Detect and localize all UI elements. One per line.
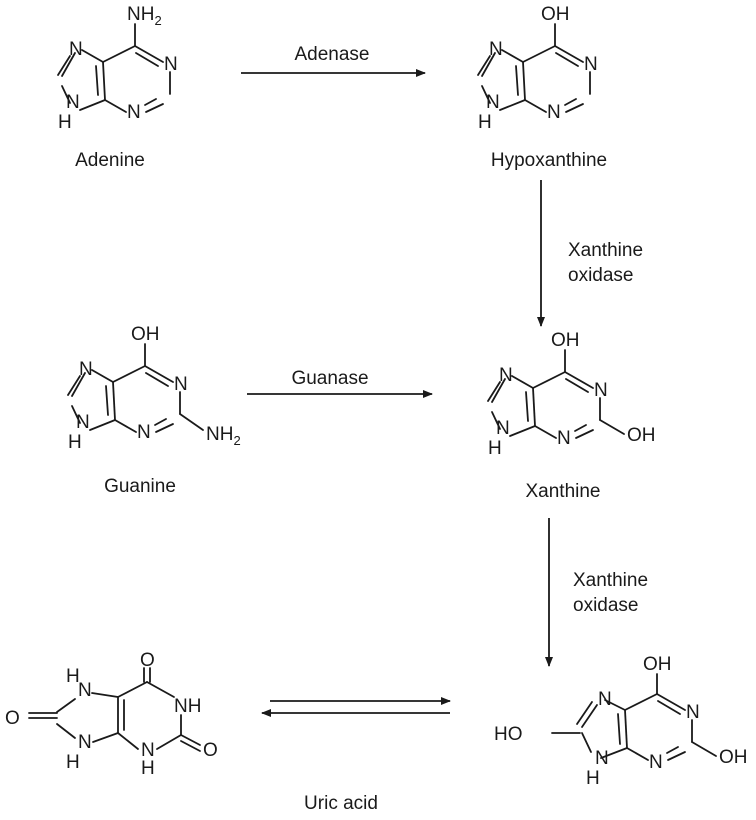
xanthine-oxidase-label-1a: Xanthine — [568, 240, 643, 261]
hypoxanthine-bonds — [477, 23, 591, 113]
guanine-n1: N — [174, 374, 188, 395]
xanthine-n9: N — [496, 418, 510, 439]
uric-acid-n9: N — [78, 732, 92, 753]
hypoxanthine-n9: N — [486, 92, 500, 113]
adenine-n3: N — [127, 102, 141, 123]
guanine-n9: N — [76, 412, 90, 433]
xanthine-n3: N — [557, 428, 571, 449]
adenine-bonds — [57, 23, 171, 113]
adenine-n9: N — [66, 92, 80, 113]
xanthine-structure: N N N H N OH OH Xanthine — [487, 330, 656, 502]
xanthine-oxidase-reaction-1: Xanthine oxidase — [537, 180, 643, 327]
hypoxanthine-n1: N — [584, 54, 598, 75]
adenine-label: Adenine — [75, 150, 145, 171]
hypoxanthine-h9: H — [478, 112, 492, 133]
guanine-amino: NH2 — [206, 424, 241, 448]
uric-acid-enol-h9: H — [586, 768, 600, 789]
uric-acid-o8: O — [5, 708, 20, 729]
hypoxanthine-hydroxyl: OH — [541, 4, 570, 25]
xanthine-oxidase-label-2a: Xanthine — [573, 570, 648, 591]
guanase-reaction: Guanase — [247, 368, 433, 398]
guanine-h9: H — [68, 432, 82, 453]
xanthine-n1: N — [594, 380, 608, 401]
uric-acid-enol-n7: N — [598, 689, 612, 710]
adenine-h9: H — [58, 112, 72, 133]
hypoxanthine-label: Hypoxanthine — [491, 150, 607, 171]
adenase-reaction: Adenase — [241, 44, 426, 77]
hypoxanthine-n3: N — [547, 102, 561, 123]
guanase-label: Guanase — [291, 368, 368, 389]
uric-acid-h3: H — [141, 758, 155, 779]
uric-acid-h9: H — [66, 752, 80, 773]
adenine-n1: N — [164, 54, 178, 75]
xanthine-oxidase-label-2b: oxidase — [573, 595, 639, 616]
uric-acid-keto-structure: O N H NH O N H N H O — [5, 650, 218, 779]
xanthine-n7: N — [499, 365, 513, 386]
guanine-structure: N N N H N OH NH2 Guanine — [67, 324, 241, 497]
uric-acid-enol-bonds — [551, 673, 717, 761]
uric-acid-n7: N — [78, 680, 92, 701]
uric-acid-enol-n1: N — [686, 702, 700, 723]
xanthine-hydroxyl-6: OH — [551, 330, 580, 351]
uric-acid-keto-bonds — [28, 667, 201, 752]
uric-acid-o2: O — [203, 740, 218, 761]
xanthine-h9: H — [488, 438, 502, 459]
uric-acid-enol-n9: N — [595, 748, 609, 769]
hypoxanthine-n7: N — [489, 39, 503, 60]
guanine-label: Guanine — [104, 476, 176, 497]
hypoxanthine-structure: N N N H N OH Hypoxanthine — [477, 4, 607, 171]
adenine-n7: N — [69, 39, 83, 60]
adenine-structure: N N N H N NH2 Adenine — [57, 4, 178, 171]
guanine-hydroxyl: OH — [131, 324, 160, 345]
xanthine-oxidase-label-1b: oxidase — [568, 265, 634, 286]
uric-acid-enol-hydroxyl-2: OH — [719, 747, 748, 768]
xanthine-oxidase-reaction-2: Xanthine oxidase — [545, 518, 648, 667]
uric-acid-enol-structure: N N N H N OH OH HO — [494, 654, 748, 789]
uric-acid-enol-hydroxyl-6: OH — [643, 654, 672, 675]
guanine-bonds — [67, 343, 204, 433]
uric-acid-enol-hydroxyl-8: HO — [494, 724, 523, 745]
uric-acid-h7: H — [66, 666, 80, 687]
tautomer-equilibrium — [261, 697, 451, 717]
xanthine-hydroxyl-2: OH — [627, 425, 656, 446]
uric-acid-o6: O — [140, 650, 155, 671]
xanthine-bonds — [487, 349, 625, 439]
uric-acid-label: Uric acid — [304, 793, 378, 814]
guanine-n3: N — [137, 422, 151, 443]
xanthine-label: Xanthine — [525, 481, 600, 502]
adenase-label: Adenase — [294, 44, 369, 65]
adenine-amino: NH2 — [127, 4, 162, 28]
uric-acid-n3: N — [141, 740, 155, 761]
uric-acid-enol-n3: N — [649, 752, 663, 773]
uric-acid-n1: NH — [174, 696, 201, 717]
guanine-n7: N — [79, 359, 93, 380]
